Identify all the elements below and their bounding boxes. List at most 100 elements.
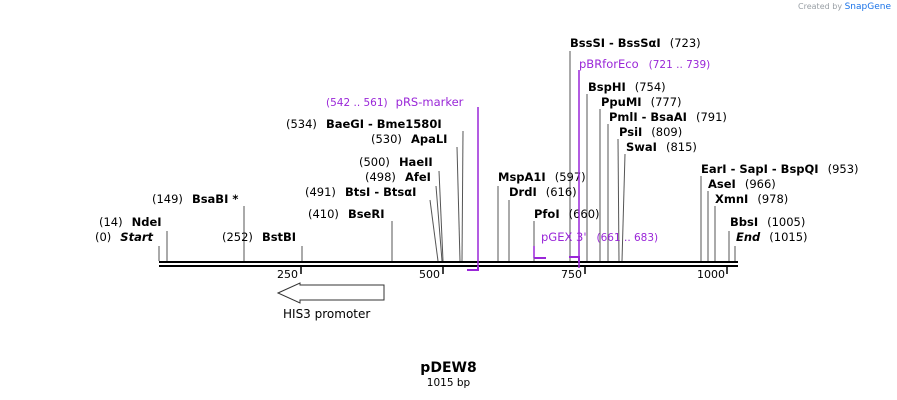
site-name: XmnI xyxy=(715,192,748,206)
primer-label-pbrforeco[interactable]: pBRforEco (721 .. 739) xyxy=(579,57,710,71)
site-line-baegi xyxy=(461,130,464,262)
site-name: AseI xyxy=(708,177,736,191)
primer-name: pBRforEco xyxy=(579,57,639,71)
site-name: BspHI xyxy=(588,80,626,94)
site-label-bbsi[interactable]: BbsI (1005) xyxy=(730,215,805,229)
site-pos: (149) xyxy=(152,192,183,206)
site-label-bseri[interactable]: (410) BseRI xyxy=(308,207,384,221)
site-pos: (723) xyxy=(670,36,701,50)
site-name: BssSI - BssSαI xyxy=(570,36,661,50)
site-name: BsaBI * xyxy=(192,192,238,206)
site-pos: (410) xyxy=(308,207,339,221)
site-name: PsiI xyxy=(619,125,642,139)
site-line-apali xyxy=(456,146,461,262)
primer-label-pgex3[interactable]: pGEX 3' (661 .. 683) xyxy=(541,230,658,244)
ruler-label-1000: 1000 xyxy=(697,268,725,281)
site-pos: (616) xyxy=(546,185,577,199)
site-name: HaeII xyxy=(399,155,433,169)
site-label-mspa1i[interactable]: MspA1I (597) xyxy=(498,170,586,184)
site-name: BstBI xyxy=(262,230,296,244)
site-label-eari[interactable]: EarI - SapI - BspQI (953) xyxy=(701,162,859,176)
plasmid-size: 1015 bp xyxy=(426,377,471,389)
site-pos: (534) xyxy=(286,117,317,131)
ruler-label-250: 250 xyxy=(277,268,298,281)
feature-his3-promoter[interactable]: HIS3 promoter xyxy=(276,282,385,321)
site-label-bsabi[interactable]: (149) BsaBI * xyxy=(152,192,238,206)
site-name: EarI - SapI - BspQI xyxy=(701,162,819,176)
site-label-end[interactable]: End (1015) xyxy=(736,230,808,244)
plasmid-name: pDEW8 xyxy=(420,360,477,376)
site-pos: (252) xyxy=(222,230,253,244)
site-name: End xyxy=(736,230,761,244)
site-name: ApaLI xyxy=(411,132,448,146)
site-pos: (815) xyxy=(666,140,697,154)
primers xyxy=(467,70,580,271)
site-pos: (491) xyxy=(305,185,336,199)
primer-range: (542 .. 561) xyxy=(326,97,388,109)
site-line-swai xyxy=(621,153,626,262)
site-pos: (498) xyxy=(365,170,396,184)
site-label-btsi[interactable]: (491) BtsI - BtsαI xyxy=(305,185,416,199)
site-name: BaeGI - Bme1580I xyxy=(326,117,442,131)
site-pos: (754) xyxy=(635,80,666,94)
site-label-psii[interactable]: PsiI(809) xyxy=(619,125,682,139)
ruler: 250 500 750 1000 xyxy=(277,267,728,281)
site-pos: (500) xyxy=(359,155,390,169)
feature-arrow-left-icon xyxy=(276,282,385,304)
site-pos: (1015) xyxy=(769,230,807,244)
credit-prefix: Created by xyxy=(798,2,843,11)
site-label-ndei[interactable]: (14) NdeI xyxy=(99,215,162,229)
site-pos: (966) xyxy=(745,177,776,191)
site-pos: (777) xyxy=(651,95,682,109)
primer-name: pGEX 3' xyxy=(541,230,587,244)
site-pos: (978) xyxy=(757,192,788,206)
ruler-label-750: 750 xyxy=(561,268,582,281)
site-label-haeii[interactable]: (500) HaeII xyxy=(359,155,433,169)
site-line-haeii xyxy=(438,170,444,262)
site-label-ppumi[interactable]: PpuMI (777) xyxy=(601,95,682,109)
site-line-psii xyxy=(617,138,620,262)
site-label-drdi[interactable]: DrdI (616) xyxy=(509,185,577,199)
site-name: MspA1I xyxy=(498,170,546,184)
site-label-bsssi[interactable]: BssSI - BssSαI (723) xyxy=(570,36,701,50)
credit-line: Created by SnapGene xyxy=(798,2,891,12)
site-label-start[interactable]: (0) Start xyxy=(95,230,154,244)
site-label-swai[interactable]: SwaI (815) xyxy=(626,140,697,154)
site-label-pmli[interactable]: PmlI - BsaAI(791) xyxy=(609,110,727,124)
site-label-bstbi[interactable]: (252) BstBI xyxy=(222,230,296,244)
site-label-afei[interactable]: (498)AfeI xyxy=(365,170,431,184)
site-label-apali[interactable]: (530)ApaLI xyxy=(371,132,447,146)
site-pos: (0) xyxy=(95,230,111,244)
site-name: SwaI xyxy=(626,140,657,154)
site-label-bsphi[interactable]: BspHI (754) xyxy=(588,80,666,94)
site-label-asei[interactable]: AseI (966) xyxy=(708,177,776,191)
site-leaders xyxy=(158,51,736,262)
site-name: BbsI xyxy=(730,215,758,229)
site-line-afei xyxy=(435,185,443,262)
primer-arrow-pbrforeco[interactable] xyxy=(569,256,580,262)
site-pos: (953) xyxy=(828,162,859,176)
primer-range: (661 .. 683) xyxy=(597,232,659,244)
site-label-baegi[interactable]: (534) BaeGI - Bme1580I xyxy=(286,117,442,131)
site-name: BseRI xyxy=(348,207,385,221)
site-pos: (1005) xyxy=(767,215,805,229)
site-labels: (0) Start (14) NdeI (149) BsaBI * (252) BstB… xyxy=(95,36,859,244)
site-line-btsi xyxy=(429,199,439,262)
site-pos: (791) xyxy=(696,110,727,124)
site-name: Start xyxy=(120,230,153,244)
site-name: DrdI xyxy=(509,185,537,199)
site-pos: (597) xyxy=(555,170,586,184)
primer-range: (721 .. 739) xyxy=(649,59,711,71)
ruler-label-500: 500 xyxy=(419,268,440,281)
site-name: PfoI xyxy=(534,207,560,221)
site-name: BtsI - BtsαI xyxy=(345,185,416,199)
snapgene-logo[interactable]: SnapGene xyxy=(844,2,891,12)
primer-label-prs-marker[interactable]: (542 .. 561)pRS-marker xyxy=(326,95,464,109)
site-label-xmni[interactable]: XmnI (978) xyxy=(715,192,788,206)
site-pos: (14) xyxy=(99,215,123,229)
site-name: PpuMI xyxy=(601,95,642,109)
site-label-pfoi[interactable]: PfoI(660) xyxy=(534,207,600,221)
site-name: NdeI xyxy=(132,215,162,229)
primer-arrow-prs-marker[interactable] xyxy=(467,266,479,271)
